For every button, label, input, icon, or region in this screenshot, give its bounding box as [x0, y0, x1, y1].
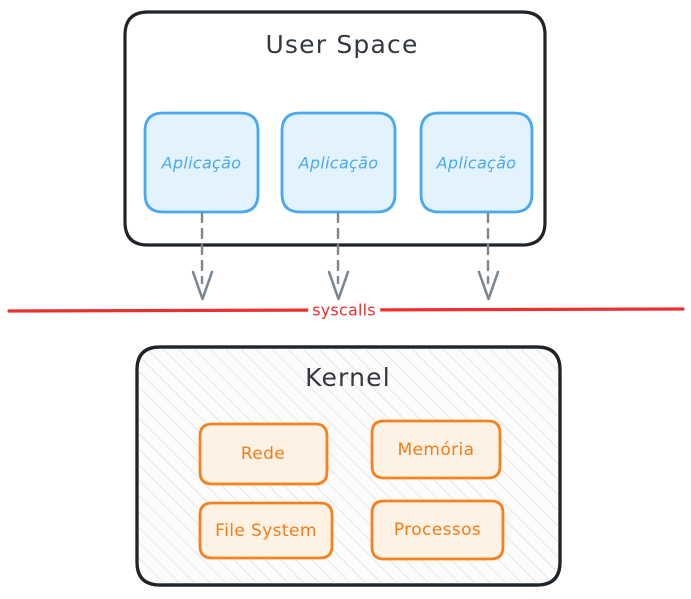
- application-box-3[interactable]: [419, 111, 534, 214]
- kernel-module-memoria[interactable]: [370, 419, 502, 480]
- application-box-2[interactable]: [280, 111, 397, 214]
- syscall-arrow-1: [191, 211, 214, 301]
- syscall-arrow-3: [477, 211, 500, 301]
- kernel-module-rede[interactable]: [198, 422, 329, 486]
- syscall-arrow-2: [327, 211, 350, 301]
- kernel-module-file-system[interactable]: [198, 501, 334, 560]
- syscalls-boundary-line: [7, 307, 685, 313]
- application-box-1[interactable]: [143, 111, 260, 214]
- kernel-module-processos[interactable]: [370, 499, 505, 561]
